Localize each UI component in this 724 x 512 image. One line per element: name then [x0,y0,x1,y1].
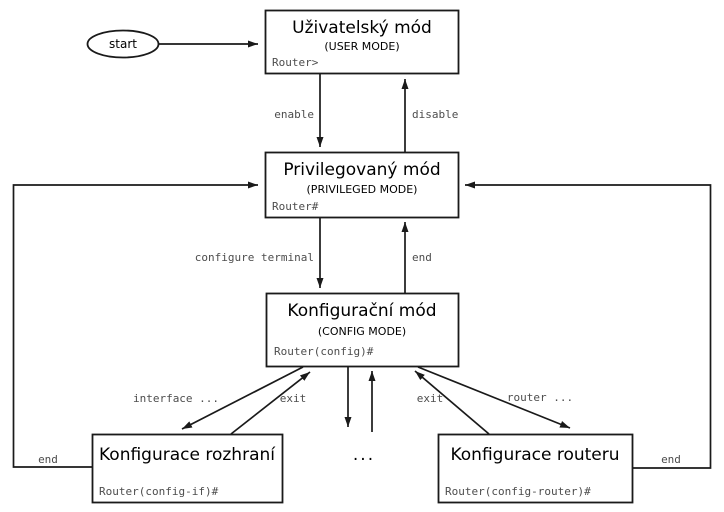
start-node: start [86,29,160,59]
node-privileged-mode-prompt: Router# [272,200,319,213]
node-router-config-prompt: Router(config-router)# [445,485,591,498]
edge-enable-label: enable [274,108,314,121]
node-interface-config-title: Konfigurace rozhraní [99,445,276,465]
edge-labels: enable disable configure terminal end in… [38,108,681,466]
node-user-mode-subtitle: (USER MODE) [324,40,399,53]
node-config-mode-box [265,292,460,368]
more-modes-ellipsis: ... [353,445,375,465]
node-privileged-mode: Privilegovaný mód (PRIVILEGED MODE) Rout… [264,151,460,219]
edge-exit-right [414,370,490,435]
node-router-config-title: Konfigurace routeru [450,445,619,465]
node-config-mode-subtitle: (CONFIG MODE) [318,325,406,338]
node-privileged-mode-title: Privilegovaný mód [283,160,440,180]
node-config-mode-prompt: Router(config)# [274,345,374,358]
edge-disable-label: disable [412,108,458,121]
node-user-mode-box [264,9,460,75]
edge-exit-left [230,371,311,435]
node-router-config-box [437,433,634,504]
node-user-mode-prompt: Router> [272,56,319,69]
edge-interface-label: interface ... [133,392,219,405]
node-interface-config-box [91,433,284,504]
edge-interface [181,366,304,430]
edge-router-label: router ... [507,391,573,404]
edge-exit-left-label: exit [280,392,307,405]
node-user-mode: Uživatelský mód (USER MODE) Router> [264,9,460,75]
start-ellipse [86,29,160,59]
edge-end-right-label: end [661,453,681,466]
node-config-mode-title: Konfigurační mód [287,301,436,321]
edge-end-left-label: end [38,453,58,466]
edge-configure-terminal-label: configure terminal [195,251,314,264]
node-privileged-mode-subtitle: (PRIVILEGED MODE) [307,183,418,196]
node-privileged-mode-box [264,151,460,219]
edge-end-right-loop [465,181,712,469]
edge-end-middle-label: end [412,251,432,264]
start-label: start [109,37,137,51]
node-router-config: Konfigurace routeru Router(config-router… [437,433,634,504]
node-user-mode-title: Uživatelský mód [292,18,432,38]
node-interface-config: Konfigurace rozhraní Router(config-if)# [91,433,284,504]
node-config-mode: Konfigurační mód (CONFIG MODE) Router(co… [265,292,460,368]
edge-exit-right-label: exit [417,392,444,405]
edge-router [417,366,571,429]
edge-end-left-loop [12,181,258,468]
edges [12,40,712,469]
node-interface-config-prompt: Router(config-if)# [99,485,219,498]
